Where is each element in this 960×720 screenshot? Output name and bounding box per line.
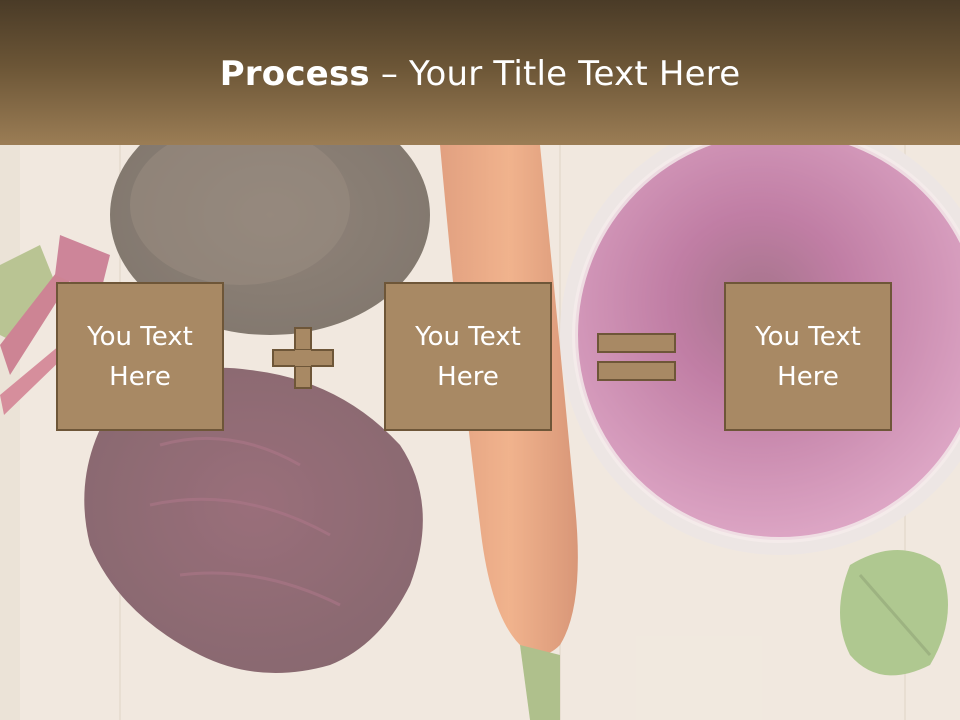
- title-rest: – Your Title Text Here: [369, 54, 741, 94]
- process-box-2[interactable]: You Text Here: [384, 282, 552, 431]
- process-box-3-text: You Text Here: [755, 321, 861, 392]
- equals-icon-top-bar: [597, 333, 676, 353]
- equals-icon-bottom-bar: [597, 361, 676, 381]
- photo-overlay: [0, 145, 960, 720]
- process-box-2-text: You Text Here: [415, 321, 521, 392]
- title-bar: Process – Your Title Text Here: [0, 0, 960, 145]
- plus-icon: [272, 327, 334, 389]
- process-box-3[interactable]: You Text Here: [724, 282, 892, 431]
- slide-title[interactable]: Process – Your Title Text Here: [0, 52, 960, 96]
- process-box-1[interactable]: You Text Here: [56, 282, 224, 431]
- process-box-1-text: You Text Here: [87, 321, 193, 392]
- title-bold: Process: [219, 54, 370, 94]
